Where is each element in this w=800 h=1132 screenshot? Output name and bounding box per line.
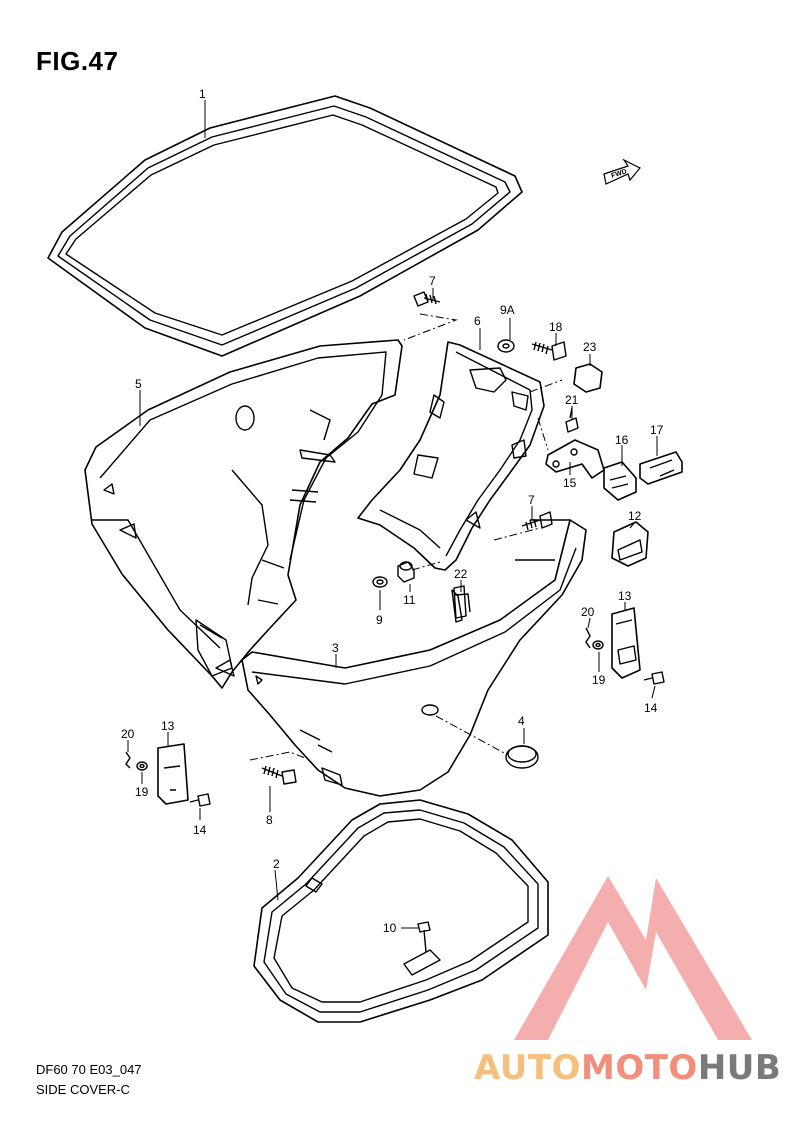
callout-20-left: 20 — [121, 727, 135, 741]
screw-14-left — [189, 793, 211, 807]
callout-11: 11 — [403, 593, 416, 607]
callout-17: 17 — [650, 423, 664, 437]
callout-8: 8 — [266, 813, 273, 827]
callout-23: 23 — [583, 340, 597, 354]
screw-10 — [417, 921, 431, 953]
callout-4: 4 — [518, 714, 525, 728]
callout-3: 3 — [332, 641, 339, 655]
seal-gasket-top — [47, 95, 523, 357]
figure-code: DF60 70 E03_047 — [36, 1062, 142, 1077]
washer-19-right — [592, 640, 604, 650]
callout-6: 6 — [474, 314, 481, 328]
callout-13-right: 13 — [618, 589, 632, 603]
callout-12: 12 — [628, 509, 642, 523]
bushing-9A — [497, 339, 515, 353]
callout-9A: 9A — [500, 303, 515, 317]
screw-14-right — [643, 671, 665, 685]
cushion-11 — [397, 561, 415, 583]
callout-7-right: 7 — [528, 493, 535, 507]
lock-grommet — [611, 521, 649, 567]
callout-20-right: 20 — [581, 605, 595, 619]
fwd-label: FWD — [610, 168, 627, 180]
latch-handle — [639, 451, 683, 485]
callout-10: 10 — [383, 921, 397, 935]
bolt-8 — [261, 765, 297, 785]
watermark-moto: MOTO — [580, 1048, 698, 1088]
callout-9: 9 — [376, 613, 383, 627]
callout-5: 5 — [135, 377, 142, 391]
callout-1: 1 — [199, 87, 206, 101]
watermark-auto: AUTO — [474, 1048, 581, 1088]
fwd-arrow-icon: FWD — [603, 158, 641, 185]
bolt-18 — [531, 341, 567, 361]
latch-plate-right — [611, 607, 641, 679]
watermark-text: AUTOMOTOHUB — [474, 1048, 781, 1088]
callout-19-right: 19 — [592, 673, 606, 687]
watermark-logo — [514, 876, 752, 1040]
screw-7-top — [413, 291, 441, 307]
stopper-22 — [453, 585, 467, 619]
washer-19-left — [136, 761, 148, 771]
clip-20-right — [585, 627, 591, 649]
bushing-9 — [372, 576, 388, 588]
clip-20-left — [125, 751, 131, 769]
callout-14-left: 14 — [193, 823, 207, 837]
rubber-pad — [573, 363, 603, 393]
seal-gasket-bottom — [253, 799, 549, 1023]
callout-18: 18 — [549, 320, 563, 334]
callout-14-right: 14 — [644, 701, 658, 715]
watermark-hub: HUB — [697, 1048, 782, 1088]
grommet — [505, 745, 539, 769]
lock-bracket — [545, 439, 605, 479]
callout-22: 22 — [454, 567, 468, 581]
callout-21: 21 — [565, 393, 579, 407]
figure-title: FIG.47 — [36, 46, 119, 76]
callout-19-left: 19 — [135, 785, 149, 799]
leader-lines — [127, 100, 658, 929]
screw-7-right — [521, 511, 553, 531]
side-cover-lower — [241, 519, 587, 797]
latch-plate-left — [157, 743, 189, 805]
callout-13-left: 13 — [161, 719, 175, 733]
inner-bracket — [357, 341, 545, 571]
callout-2: 2 — [273, 857, 280, 871]
figure-name: SIDE COVER-C — [36, 1082, 130, 1097]
callout-15: 15 — [563, 476, 577, 490]
callouts: 1 2 3 4 5 6 7 7 8 9 9A 10 11 12 13 13 14… — [121, 87, 664, 935]
latch-block — [603, 461, 637, 501]
side-cover-main — [84, 339, 403, 689]
callout-16: 16 — [615, 433, 629, 447]
callout-7-top: 7 — [429, 274, 436, 288]
